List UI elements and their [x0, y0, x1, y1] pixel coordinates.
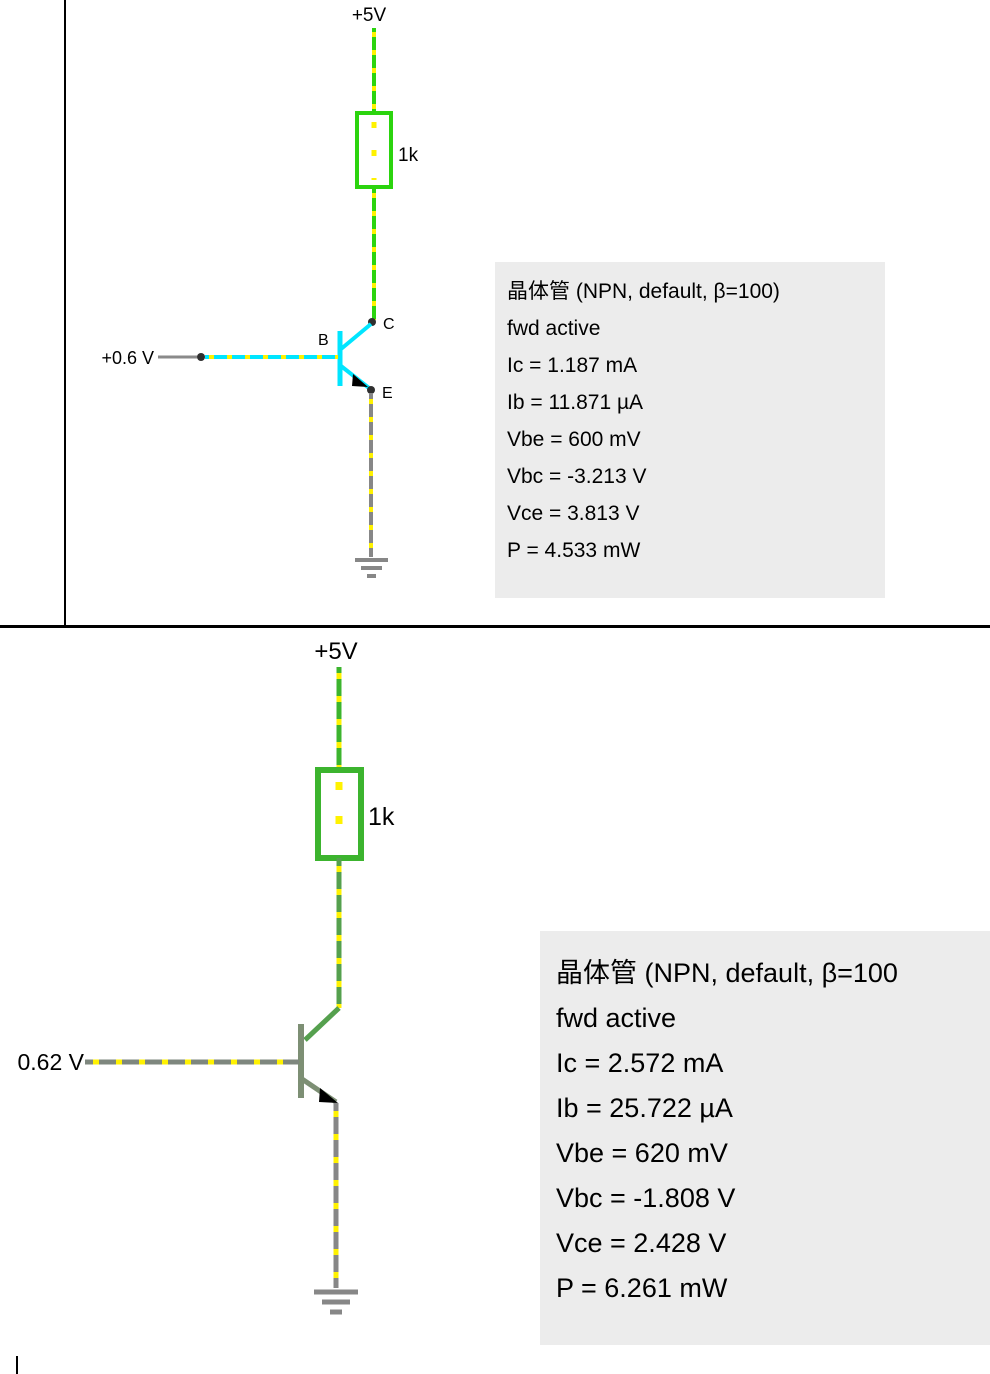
bottom-circuit: +5V 1k	[18, 638, 395, 1315]
resistor[interactable]	[355, 111, 393, 189]
info-ib: Ib = 11.871 µA	[507, 391, 644, 414]
info-ic: Ic = 1.187 mA	[507, 354, 638, 377]
base-voltage-label: 0.62 V	[18, 1049, 85, 1075]
transistor-selected[interactable]	[337, 322, 373, 390]
transistor-info-panel-bottom: 晶体管 (NPN, default, β=100 fwd active Ic =…	[540, 931, 990, 1345]
resistor[interactable]	[315, 767, 364, 861]
collector-wire[interactable]	[303, 858, 342, 1042]
ground-symbol[interactable]	[314, 1289, 358, 1315]
collector-terminal-label: C	[383, 316, 395, 333]
info-vce: Vce = 3.813 V	[507, 502, 640, 525]
base-source[interactable]	[158, 353, 205, 361]
transistor[interactable]	[298, 1024, 338, 1105]
emitter-terminal-label: E	[382, 385, 393, 402]
info-vbe: Vbe = 600 mV	[507, 428, 641, 451]
info-power: P = 6.261 mW	[556, 1273, 728, 1303]
emitter-node-dot	[367, 386, 375, 394]
transistor-collector-lead	[339, 322, 373, 351]
supply-voltage-label: +5V	[352, 5, 387, 26]
panel-border-vertical	[64, 0, 66, 627]
emitter-arrow	[319, 1088, 338, 1103]
info-ib: Ib = 25.722 µA	[556, 1093, 733, 1123]
resistor-value-label: 1k	[368, 803, 395, 831]
panel-border-horizontal	[0, 625, 990, 628]
resistor-value-label: 1k	[398, 145, 419, 166]
source-node-dot	[197, 353, 205, 361]
base-terminal-label: B	[318, 332, 329, 349]
supply-voltage-label: +5V	[314, 638, 357, 665]
transistor-info-panel-top: 晶体管 (NPN, default, β=100) fwd active Ic …	[495, 262, 885, 598]
info-state: fwd active	[556, 1003, 677, 1033]
info-vbc: Vbc = -3.213 V	[507, 465, 647, 488]
top-circuit: +5V 1k C B	[101, 5, 419, 578]
base-voltage-label: +0.6 V	[101, 348, 154, 368]
info-ic: Ic = 2.572 mA	[556, 1048, 724, 1078]
info-state: fwd active	[507, 317, 601, 340]
info-vce: Vce = 2.428 V	[556, 1228, 727, 1258]
panel-border-vertical-bottom	[16, 1356, 18, 1374]
info-vbe: Vbe = 620 mV	[556, 1138, 728, 1168]
info-title: 晶体管 (NPN, default, β=100)	[507, 280, 780, 303]
info-title: 晶体管 (NPN, default, β=100	[556, 958, 898, 988]
emitter-arrow	[352, 374, 368, 387]
collector-bend	[303, 1006, 341, 1042]
info-power: P = 4.533 mW	[507, 539, 641, 562]
info-vbc: Vbc = -1.808 V	[556, 1183, 736, 1213]
ground-symbol[interactable]	[355, 558, 388, 578]
